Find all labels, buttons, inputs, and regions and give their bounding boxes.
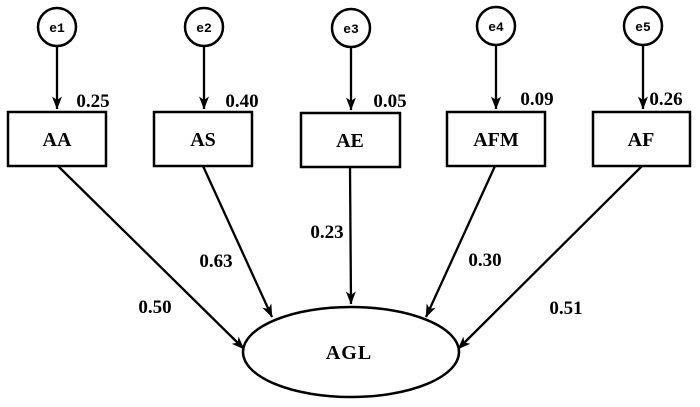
indicator-box-afm (445, 110, 547, 168)
indicator-box-aa (6, 110, 108, 168)
path-arrow-aa-to-agl (57, 165, 245, 350)
indicator-group-afm: e4 AFM 0.09 0.30 (424, 5, 554, 318)
indicator-box-af (591, 110, 692, 168)
error-label-e5: e5 (635, 20, 651, 35)
indicator-label-aa: AA (43, 129, 72, 151)
error-label-e2: e2 (196, 21, 212, 36)
indicator-label-af: AF (628, 129, 655, 151)
variance-value-af: 0.26 (649, 89, 682, 110)
variance-value-ae: 0.05 (373, 91, 406, 112)
error-circle-e5 (622, 5, 664, 47)
path-coefficient-af: 0.51 (549, 298, 582, 319)
path-arrow-af-to-agl (457, 165, 643, 350)
error-circle-e4 (475, 5, 517, 47)
variance-value-afm: 0.09 (520, 89, 553, 110)
path-arrow-afm-to-agl (424, 165, 497, 318)
error-label-e3: e3 (343, 22, 359, 37)
latent-ellipse-agl (241, 305, 461, 399)
error-label-e1: e1 (49, 21, 65, 36)
indicator-group-af: e5 AF 0.26 0.51 (457, 5, 692, 350)
path-coefficient-ae: 0.23 (310, 222, 343, 243)
indicator-group-ae: e3 AE 0.05 0.23 (299, 7, 407, 305)
variance-value-as: 0.40 (225, 91, 258, 112)
error-circle-e1 (36, 6, 78, 48)
path-arrow-as-to-agl (201, 165, 274, 318)
path-coefficient-aa: 0.50 (138, 297, 171, 318)
indicator-box-ae (299, 111, 402, 169)
path-coefficient-as: 0.63 (199, 251, 232, 272)
error-circle-e2 (183, 6, 225, 48)
latent-group-agl: AGL (241, 305, 461, 399)
path-coefficient-afm: 0.30 (468, 250, 501, 271)
latent-label-agl: AGL (326, 342, 372, 364)
path-arrow-ae-to-agl (345, 166, 356, 305)
indicator-label-as: AS (190, 129, 216, 151)
variance-value-aa: 0.25 (76, 91, 109, 112)
error-label-e4: e4 (488, 20, 504, 35)
indicator-group-as: e2 AS 0.40 0.63 (152, 6, 274, 318)
indicator-group-aa: e1 AA 0.25 0.50 (6, 6, 245, 350)
indicator-label-ae: AE (336, 130, 364, 152)
error-circle-e3 (330, 7, 372, 49)
indicator-label-afm: AFM (473, 129, 519, 151)
